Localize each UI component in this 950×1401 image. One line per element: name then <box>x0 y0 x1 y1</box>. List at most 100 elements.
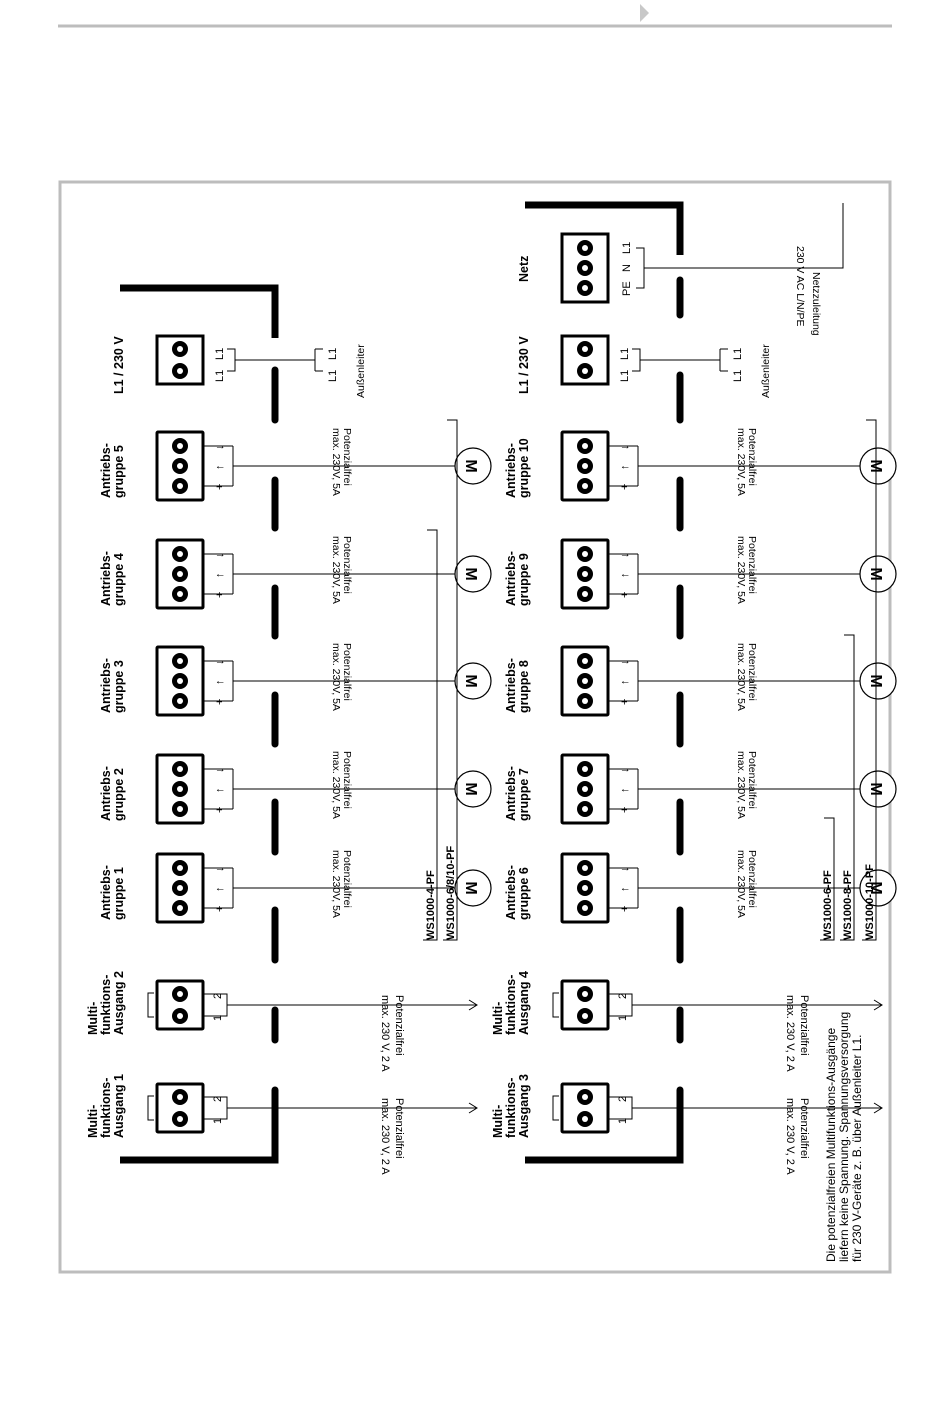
motor-icon <box>454 662 492 700</box>
pin-label: ↑ <box>214 788 226 794</box>
triangle-right-icon <box>640 4 649 22</box>
drive-label-wrap: gruppe 6 <box>517 867 531 920</box>
relay-spec-top-wrap: Potenzialfrei <box>393 995 405 1056</box>
pin-label: 1 <box>617 1118 629 1124</box>
pin-label: ↑ <box>619 788 631 794</box>
motor-spec-bottom: max. 230V, 5A <box>735 751 747 819</box>
note-line-3: für 230 V-Geräte z. B. über Außenleiter … <box>850 1035 864 1262</box>
relay-spec-top: Potenzialfrei <box>393 1098 405 1159</box>
drive-label: gruppe 8 <box>517 660 531 713</box>
drive-wire <box>203 445 455 487</box>
supply-wire <box>632 348 721 372</box>
drive-wire <box>203 768 455 810</box>
pin-label-wrap: ↑ <box>214 465 226 471</box>
motor-spec-top-wrap: Potenzialfrei <box>341 850 353 908</box>
motor-spec-top: Potenzialfrei <box>746 643 758 701</box>
drive-label: gruppe 3 <box>112 660 126 713</box>
motor-spec-top: Potenzialfrei <box>746 751 758 809</box>
pin-label-wrap: + <box>214 699 226 705</box>
feed-pin-label-wrap: L1 <box>732 370 744 382</box>
motor-icon <box>454 555 492 593</box>
terminal-screw-hole <box>582 1116 588 1122</box>
pin-label: L1 <box>214 370 226 382</box>
pin-label: ↓ <box>214 445 226 451</box>
drive-label-wrap: Antriebs- <box>504 551 518 606</box>
drive-label: Antriebs- <box>504 443 518 498</box>
pin-label-wrap: ↓ <box>619 660 631 666</box>
relay-spec-bottom: max. 230 V, 2 A <box>379 995 391 1072</box>
supply-label: L1 / 230 V <box>112 336 126 394</box>
motor-spec-top-wrap: Potenzialfrei <box>341 536 353 594</box>
terminal-screw-hole <box>582 786 588 792</box>
motor-spec-top-wrap: Potenzialfrei <box>746 643 758 701</box>
output-label: Multi- <box>491 1002 505 1035</box>
output-label: Multi- <box>86 1105 100 1138</box>
output-label: funktions- <box>99 975 113 1035</box>
drive-label-wrap: Antriebs- <box>504 865 518 920</box>
terminal-screw-hole <box>582 698 588 704</box>
pin-label: + <box>619 592 631 598</box>
pin-label: + <box>214 484 226 490</box>
pin-label-wrap: ↑ <box>214 887 226 893</box>
terminal-screw-hole <box>177 463 183 469</box>
drive-label: gruppe 10 <box>517 438 531 498</box>
motor-spec-top: Potenzialfrei <box>341 751 353 809</box>
output-label: funktions- <box>504 1078 518 1138</box>
terminal-screw-hole <box>582 885 588 891</box>
pin-label-wrap: 1 <box>212 1015 224 1021</box>
relay-spec-top-wrap: Potenzialfrei <box>393 1098 405 1159</box>
motor-symbol: M <box>462 567 479 580</box>
mains-label-wrap: Netz <box>517 256 531 282</box>
pin-label-wrap: ↑ <box>619 573 631 579</box>
pin-label: ↓ <box>214 768 226 774</box>
feed-pin-label: L1 <box>732 348 744 360</box>
drive-label: Antriebs- <box>504 658 518 713</box>
motor-symbol-wrap: M <box>462 567 479 580</box>
terminal-screw-hole <box>177 483 183 489</box>
pin-label-wrap: ↓ <box>214 660 226 666</box>
relay-spec-bottom-wrap: max. 230 V, 2 A <box>379 995 391 1072</box>
pin-label: N <box>621 264 633 272</box>
relay-spec-top-wrap: Potenzialfrei <box>798 1098 810 1159</box>
pin-label-wrap: 2 <box>617 1096 629 1102</box>
terminal-screw-hole <box>177 766 183 772</box>
terminal-screw-hole <box>177 806 183 812</box>
drive-label-wrap: Antriebs- <box>504 443 518 498</box>
pin-label-wrap: ↓ <box>214 768 226 774</box>
model-label: WS1000-6/8/10-PF <box>445 846 457 940</box>
motor-spec-bottom-wrap: max. 230V, 5A <box>735 751 747 819</box>
motor-symbol: M <box>462 782 479 795</box>
feed-label-wrap: Außenleiter <box>355 344 367 398</box>
drive-wire <box>608 768 860 810</box>
terminal-screw-hole <box>177 591 183 597</box>
drive-label: gruppe 2 <box>112 768 126 821</box>
drive-label-wrap: gruppe 3 <box>112 660 126 713</box>
terminal-screw-hole <box>177 905 183 911</box>
pin-label: 1 <box>212 1118 224 1124</box>
motor-spec-bottom-wrap: max. 230V, 5A <box>735 643 747 711</box>
motor-spec-top-wrap: Potenzialfrei <box>746 850 758 908</box>
feed-pin-label-wrap: L1 <box>327 370 339 382</box>
relay-spec-top-wrap: Potenzialfrei <box>798 995 810 1056</box>
arrow-icon <box>468 999 478 1011</box>
motor-spec-top-wrap: Potenzialfrei <box>341 751 353 809</box>
pin-label-wrap: 1 <box>617 1015 629 1021</box>
output-label-wrap: Ausgang 4 <box>517 971 531 1035</box>
output-label: Multi- <box>86 1002 100 1035</box>
terminal-screw-hole <box>582 1013 588 1019</box>
pin-label: L1 <box>621 242 633 254</box>
motor-spec-top: Potenzialfrei <box>341 536 353 594</box>
drive-label-wrap: Antriebs- <box>99 443 113 498</box>
pin-label: 2 <box>617 1096 629 1102</box>
motor-symbol-wrap: M <box>462 881 479 894</box>
drive-wire <box>203 553 455 595</box>
output-label: Ausgang 1 <box>112 1074 126 1138</box>
pin-label-wrap: L1 <box>214 370 226 382</box>
pin-label-wrap: ↑ <box>214 573 226 579</box>
drive-label-wrap: gruppe 5 <box>112 445 126 498</box>
pin-label-wrap: 1 <box>212 1118 224 1124</box>
drive-label: Antriebs- <box>504 865 518 920</box>
motor-spec-bottom-wrap: max. 230V, 5A <box>330 751 342 819</box>
drive-wire <box>203 867 455 909</box>
bus-hook-bottom <box>120 1110 279 1164</box>
